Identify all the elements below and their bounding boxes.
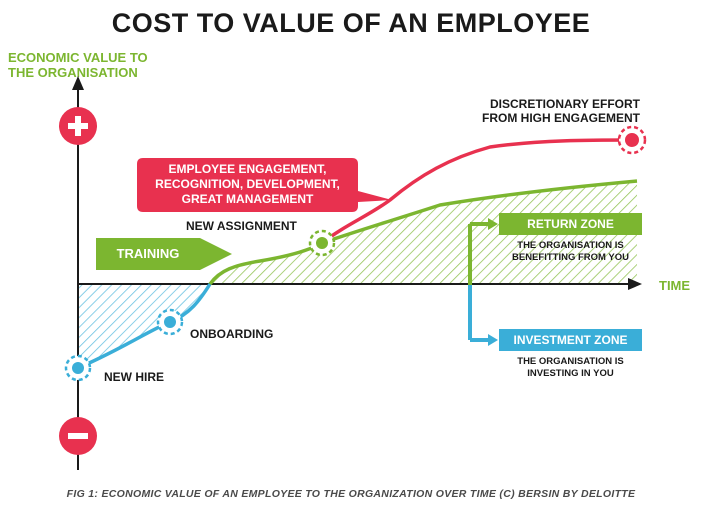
new-assignment-label: NEW ASSIGNMENT bbox=[186, 219, 297, 233]
y-axis-label: ECONOMIC VALUE TO THE ORGANISATION bbox=[8, 50, 168, 80]
engagement-line3: GREAT MANAGEMENT bbox=[181, 192, 314, 206]
investment-desc-line2: INVESTING IN YOU bbox=[527, 368, 614, 379]
investment-zone-title: INVESTMENT ZONE bbox=[513, 333, 628, 347]
engagement-callout-text: EMPLOYEE ENGAGEMENT, RECOGNITION, DEVELO… bbox=[137, 162, 358, 207]
discretionary-line2: FROM HIGH ENGAGEMENT bbox=[482, 111, 640, 125]
return-zone-desc: THE ORGANISATION IS BENEFITTING FROM YOU bbox=[499, 240, 642, 264]
engagement-callout bbox=[137, 158, 392, 212]
investment-zone-desc: THE ORGANISATION IS INVESTING IN YOU bbox=[499, 356, 642, 380]
x-axis-arrow bbox=[628, 278, 642, 290]
return-zone-box bbox=[499, 213, 642, 235]
training-label: TRAINING bbox=[116, 246, 180, 261]
new-assignment-marker bbox=[308, 229, 336, 257]
return-desc-line1: THE ORGANISATION IS bbox=[517, 240, 624, 251]
engagement-line2: RECOGNITION, DEVELOPMENT, bbox=[155, 177, 340, 191]
investment-desc-line1: THE ORGANISATION IS bbox=[517, 356, 624, 367]
engagement-curve bbox=[320, 138, 633, 245]
investment-area bbox=[78, 284, 210, 368]
engagement-line1: EMPLOYEE ENGAGEMENT, bbox=[168, 162, 327, 176]
return-zone-title: RETURN ZONE bbox=[527, 217, 614, 231]
new-hire-marker bbox=[64, 354, 92, 382]
x-axis-label: TIME bbox=[659, 278, 691, 293]
value-curve bbox=[208, 179, 638, 286]
return-desc-line2: BENEFITTING FROM YOU bbox=[512, 252, 629, 263]
training-callout bbox=[96, 238, 232, 270]
discretionary-line1: DISCRETIONARY EFFORT bbox=[489, 97, 640, 111]
onboarding-marker bbox=[156, 308, 184, 336]
figure-caption: FIG 1: ECONOMIC VALUE OF AN EMPLOYEE TO … bbox=[66, 488, 636, 500]
return-area bbox=[210, 181, 637, 284]
page-title: COST TO VALUE OF AN EMPLOYEE bbox=[111, 8, 591, 38]
discretionary-label: DISCRETIONARY EFFORT FROM HIGH ENGAGEMEN… bbox=[440, 97, 640, 125]
discretionary-marker bbox=[617, 125, 647, 155]
y-axis-label-line2: THE ORGANISATION bbox=[8, 65, 138, 80]
onboarding-label: ONBOARDING bbox=[190, 327, 274, 341]
investment-zone-box bbox=[499, 329, 642, 351]
new-hire-label: NEW HIRE bbox=[104, 370, 164, 384]
y-axis-arrow bbox=[72, 76, 84, 90]
y-axis-label-line1: ECONOMIC VALUE TO bbox=[8, 50, 148, 65]
